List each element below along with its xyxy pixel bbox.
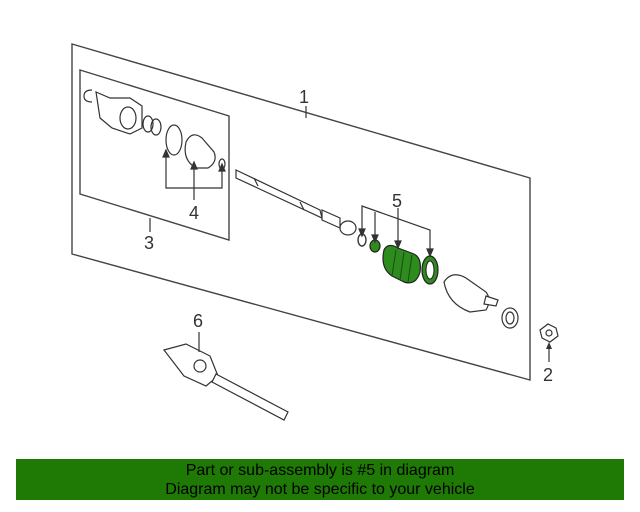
intermediate-shaft-part <box>162 343 289 421</box>
callout-6: 6 <box>193 311 203 331</box>
callout-2: 2 <box>543 365 553 385</box>
callout-5: 5 <box>392 191 402 211</box>
ring-part-1 <box>142 115 154 133</box>
ring-part-2 <box>150 118 162 136</box>
boot-clamp-large-part <box>165 124 183 156</box>
inner-joint-part <box>443 274 519 329</box>
banner-line-1: Part or sub-assembly is #5 in diagram <box>185 462 455 479</box>
callout-1: 1 <box>299 87 309 107</box>
banner-line-2: Diagram may not be specific to your vehi… <box>165 481 475 498</box>
outer-boot-part <box>184 134 216 169</box>
drive-shaft <box>235 169 357 236</box>
callout-3: 3 <box>144 233 154 253</box>
joint-cup-part <box>119 106 137 130</box>
outer-joint-parts <box>83 89 226 170</box>
info-banner: Part or sub-assembly is #5 in diagram Di… <box>16 459 624 500</box>
callout-5-bracket <box>358 205 434 258</box>
axle-nut-part <box>539 323 559 343</box>
callout-4-bracket <box>162 148 226 200</box>
snap-ring-part <box>83 89 93 103</box>
inner-boot-kit-highlighted <box>357 233 439 285</box>
callout-4: 4 <box>189 203 199 223</box>
